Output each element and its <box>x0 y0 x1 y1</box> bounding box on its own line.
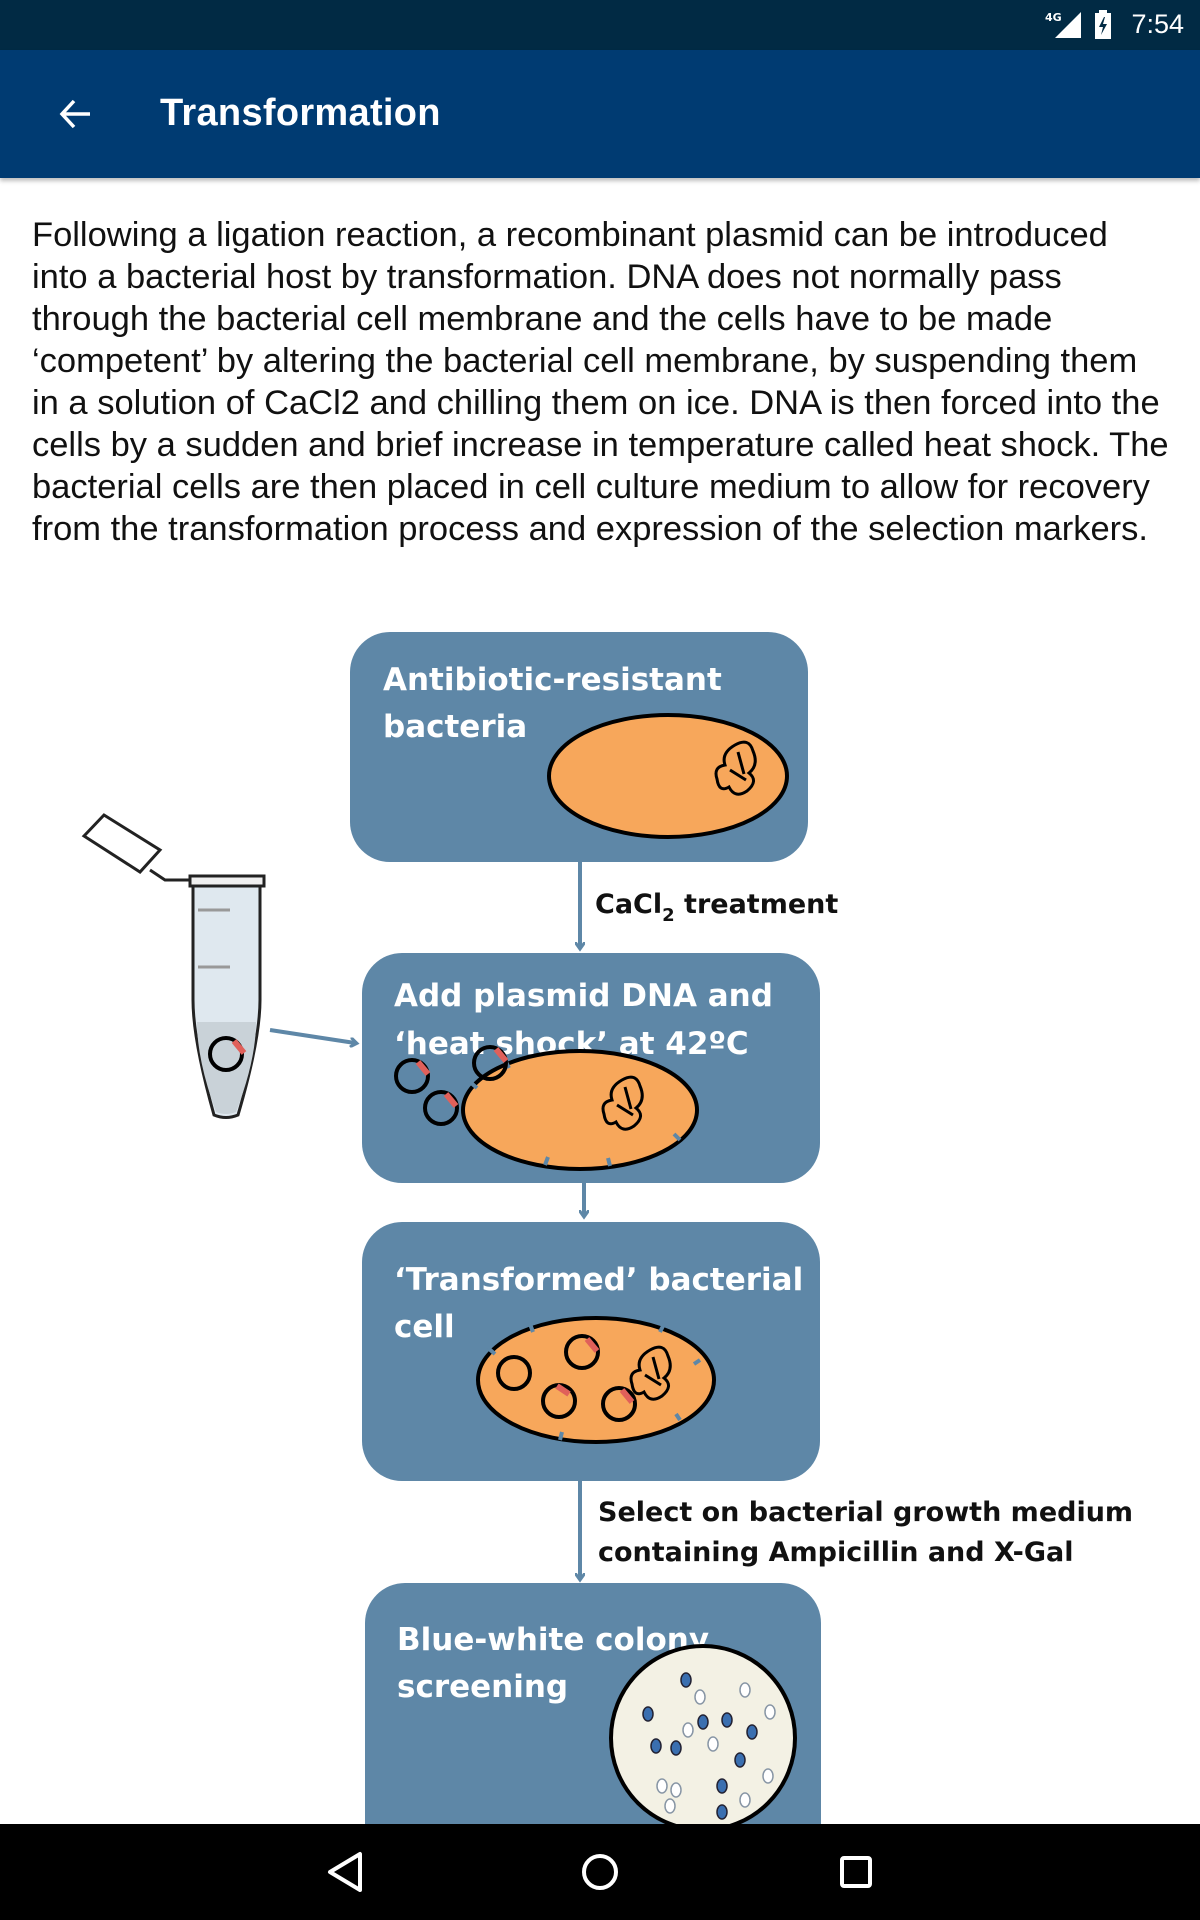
status-bar: 4G 7:54 <box>0 0 1200 50</box>
nav-home-button[interactable] <box>572 1844 628 1900</box>
network-type-label: 4G <box>1045 11 1062 24</box>
battery-icon <box>1095 10 1111 39</box>
transformation-diagram: Antibiotic-resistant bacteria CaCl2 trea… <box>81 632 1133 1824</box>
blue-colonies <box>642 1672 758 1820</box>
content-area[interactable]: Following a ligation reaction, a recombi… <box>0 178 1200 1824</box>
plasmid-icons <box>496 1334 637 1422</box>
arrow3-label-line1: Select on bacterial growth medium <box>598 1497 1133 1528</box>
step4-title-line2: screening <box>397 1669 568 1705</box>
description-paragraph: Following a ligation reaction, a recombi… <box>32 216 1169 548</box>
step3-title-line2: cell <box>394 1309 455 1345</box>
app-bar: Transformation <box>0 50 1200 178</box>
navigation-bar <box>0 1824 1200 1920</box>
back-button[interactable] <box>48 86 104 142</box>
nav-back-button[interactable] <box>316 1844 372 1900</box>
nav-recents-button[interactable] <box>828 1844 884 1900</box>
arrow-tube-to-step2 <box>269 1028 355 1043</box>
petri-dish-icon <box>609 1644 797 1824</box>
chromosome-icon <box>714 740 757 796</box>
step1-title-line1: Antibiotic-resistant <box>383 662 722 698</box>
nav-back-icon <box>328 1852 362 1892</box>
step-box-antibiotic-resistant: Antibiotic-resistant bacteria <box>350 632 808 862</box>
chromosome-icon <box>629 1345 672 1401</box>
step4-title-line1: Blue-white colony <box>397 1622 709 1658</box>
page-title: Transformation <box>160 92 441 134</box>
chromosome-icon <box>601 1075 644 1131</box>
clock: 7:54 <box>1131 9 1184 39</box>
step1-title-line2: bacteria <box>383 709 527 745</box>
bacterium-cell <box>476 1316 716 1444</box>
arrow1-label-main: CaCl <box>595 889 662 920</box>
bacterium-cell <box>547 713 789 839</box>
plasmid-icons <box>394 1045 509 1126</box>
bacterium-cell <box>461 1049 699 1171</box>
arrow-back-icon <box>59 99 90 129</box>
step-box-transformed-cell: ‘Transformed’ bacterial cell <box>362 1222 820 1481</box>
step2-title-line1: Add plasmid DNA and <box>394 978 773 1014</box>
step3-title-line1: ‘Transformed’ bacterial <box>394 1262 803 1298</box>
signal-icon: 4G <box>1045 11 1081 38</box>
microcentrifuge-tube-icon <box>81 813 266 1119</box>
arrow1-label-rest: treatment <box>675 889 839 920</box>
arrow1-label-sub: 2 <box>662 905 675 926</box>
arrow3-label-line2: containing Ampicillin and X-Gal <box>598 1537 1073 1568</box>
nav-recents-icon <box>840 1856 872 1888</box>
arrow1-label: CaCl2 treatment <box>595 889 838 926</box>
nav-home-icon <box>582 1854 618 1890</box>
white-colonies <box>656 1682 776 1814</box>
step-box-colony-screening: Blue-white colony screening <box>365 1583 821 1824</box>
step-box-heat-shock: Add plasmid DNA and ‘heat shock’ at 42ºC <box>362 953 820 1183</box>
